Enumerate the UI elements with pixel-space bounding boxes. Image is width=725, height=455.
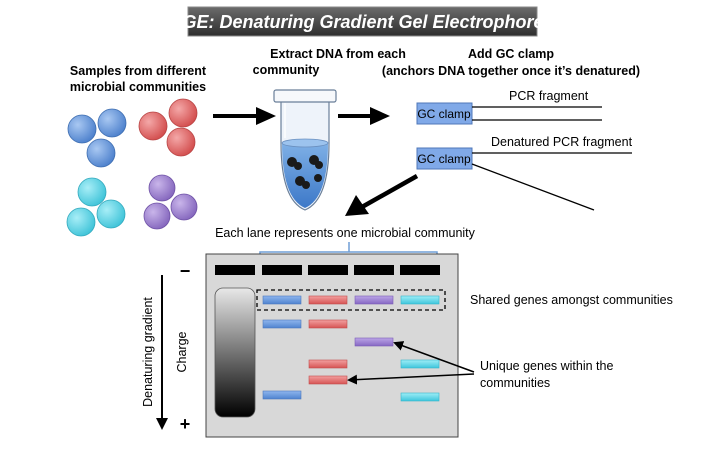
minus-sign: − <box>180 261 191 281</box>
shared-genes-label: Shared genes amongst communities <box>470 293 673 307</box>
clamp-label-line2: (anchors DNA together once it’s denature… <box>382 64 640 78</box>
well-lane-2 <box>308 265 348 275</box>
pcr-fragment: GC clamp PCR fragment <box>416 89 602 125</box>
clamp-label-line1: Add GC clamp <box>468 47 554 61</box>
samples-label-line2: microbial communities <box>70 80 206 94</box>
band-shared-red <box>308 295 348 305</box>
extract-label-line1: Extract DNA from each <box>270 47 406 61</box>
band-red-2 <box>308 319 348 329</box>
denaturing-gradient-label: Denaturing gradient <box>141 297 155 407</box>
well-lane-4 <box>400 265 440 275</box>
shared-bands-box <box>256 289 446 311</box>
band-shared-cyan <box>400 295 440 305</box>
title-banner: DGGE: Denaturing Gradient Gel Electropho… <box>155 6 569 37</box>
band-blue-2 <box>262 319 302 329</box>
community-red <box>138 98 198 157</box>
plus-sign: + <box>180 414 191 434</box>
page-title: DGGE: Denaturing Gradient Gel Electropho… <box>155 12 568 32</box>
arrow-tube-to-clamp <box>338 107 390 125</box>
extract-label-line2: community <box>253 63 320 77</box>
band-shared-purple <box>354 295 394 305</box>
band-purple-unique <box>354 337 394 347</box>
lanes-caption: Each lane represents one microbial commu… <box>215 226 476 240</box>
band-red-unique <box>308 375 348 385</box>
band-red-3 <box>308 359 348 369</box>
unique-genes-label-line2: communities <box>480 376 550 390</box>
well-ladder <box>215 265 255 275</box>
band-cyan-2 <box>400 359 440 369</box>
gradient-arrow <box>156 275 168 430</box>
samples-label-line1: Samples from different <box>70 64 207 78</box>
unique-genes-pointers <box>347 341 475 385</box>
band-shared-blue <box>262 295 302 305</box>
well-lane-1 <box>262 265 302 275</box>
pcr-fragment-label: PCR fragment <box>509 89 589 103</box>
dna-clumps <box>287 155 323 189</box>
denatured-fragment-label: Denatured PCR fragment <box>491 135 633 149</box>
test-tube-icon <box>273 89 337 211</box>
gel-panel <box>205 253 459 438</box>
gc-clamp-label-denatured: GC clamp <box>417 152 471 166</box>
arrow-clamp-to-gel <box>345 174 419 216</box>
denatured-fragment: GC clamp Denatured PCR fragment <box>416 135 633 211</box>
band-blue-3 <box>262 390 302 400</box>
community-cyan <box>66 177 126 237</box>
community-purple <box>143 174 198 230</box>
band-cyan-3 <box>400 392 440 402</box>
denaturing-gradient-column <box>214 287 256 418</box>
arrow-samples-to-tube <box>213 107 276 125</box>
community-blue <box>67 108 127 168</box>
well-lane-3 <box>354 265 394 275</box>
unique-genes-label-line1: Unique genes within the <box>480 359 613 373</box>
charge-label: Charge <box>175 331 189 372</box>
gc-clamp-label: GC clamp <box>417 107 471 121</box>
